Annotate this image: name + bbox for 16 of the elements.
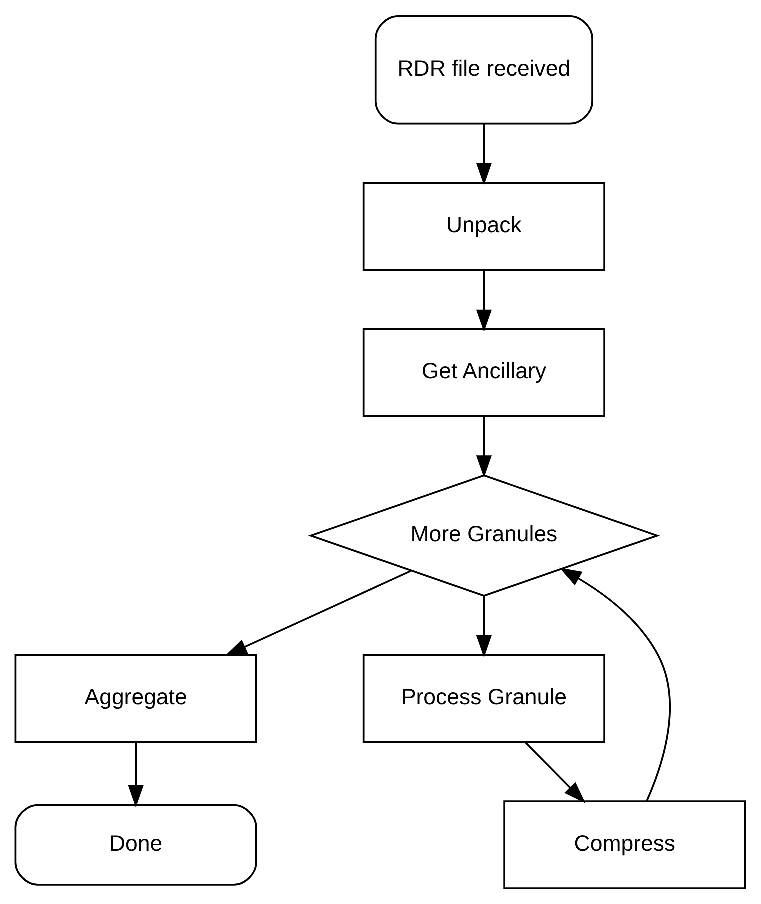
node-box: Aggregate — [14, 654, 258, 743]
arrow — [476, 124, 492, 185]
node-diamond: More Granules — [308, 474, 660, 596]
node-box: Compress — [504, 800, 746, 890]
arrow — [476, 596, 492, 658]
node-box: Done — [14, 804, 258, 886]
arrow — [225, 570, 412, 656]
arrow — [476, 416, 492, 478]
node-box: Process Granule — [362, 654, 606, 743]
node-box: RDR file received — [374, 14, 594, 124]
arrow — [560, 567, 672, 802]
arrow — [476, 270, 492, 332]
arrow — [525, 742, 586, 804]
node-box: Unpack — [362, 182, 606, 271]
node-box: Get Ancillary — [362, 328, 606, 417]
arrow — [128, 742, 144, 808]
